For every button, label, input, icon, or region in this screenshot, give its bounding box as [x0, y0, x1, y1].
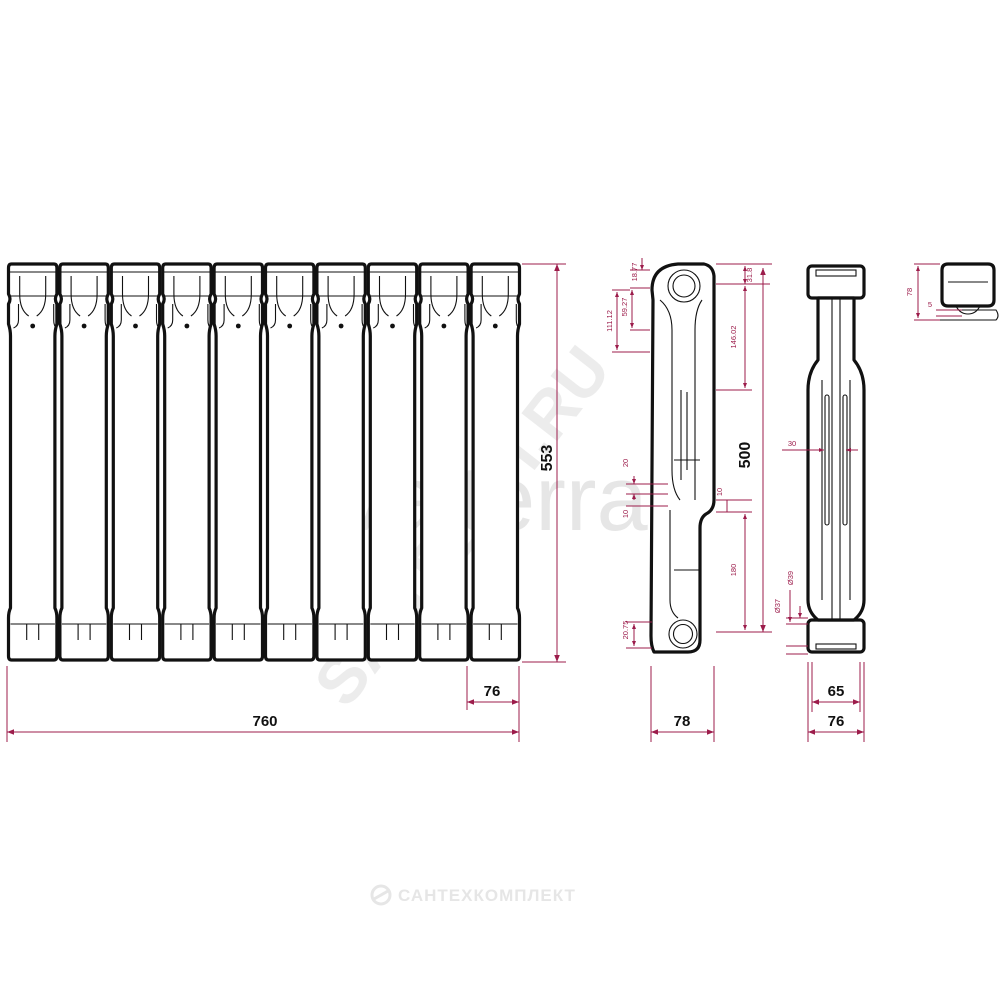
footer-watermark: САНТЕХКОМПЛЕКТ — [398, 886, 576, 905]
side-height-label: 500 — [737, 442, 754, 469]
section-nipple-dot — [133, 323, 138, 329]
right-top-label: 31.8 — [745, 268, 754, 283]
section-fin — [13, 276, 58, 329]
port-a-label: Ø39 — [786, 571, 795, 585]
inner-width-label: 65 — [828, 683, 845, 700]
radiator-front-view — [6, 262, 522, 662]
section-bottom-notch — [283, 624, 297, 640]
radiator-section — [212, 262, 265, 662]
upper-b-label: 111.12 — [605, 310, 614, 332]
radiator-section — [469, 262, 522, 662]
radiator-section — [109, 262, 162, 662]
section-nipple-dot — [338, 323, 344, 329]
gasket-height-label: 78 — [905, 288, 914, 296]
section-bottom-notch — [26, 624, 40, 640]
section-nipple-dot — [30, 323, 36, 329]
section-fin — [167, 276, 212, 329]
section-fin — [475, 276, 520, 329]
section-bottom-notch — [128, 624, 143, 640]
gasket-thickness-label: 5 — [928, 300, 932, 309]
lower-height-label: 180 — [729, 564, 738, 577]
section-bottom-notch — [334, 624, 348, 640]
section-bottom-notch — [488, 624, 502, 640]
radiator-end-view — [806, 264, 866, 654]
mid-gap-label: 20 — [621, 459, 630, 467]
section-bottom-notch — [77, 624, 91, 640]
section-nipple-dot — [441, 323, 447, 329]
right-upper-label: 146.02 — [729, 326, 738, 349]
section-bottom-notch — [437, 624, 451, 640]
radiator-side-view — [649, 262, 716, 654]
section-bottom-notch — [180, 624, 194, 640]
section-width-label: 76 — [484, 683, 501, 700]
section-nipple-dot — [235, 323, 241, 329]
top-offset-label: 18.77 — [630, 263, 639, 282]
radiator-section — [58, 262, 110, 662]
section-fin — [64, 276, 109, 329]
radiator-section — [315, 262, 367, 662]
right-small-label: 10 — [715, 488, 724, 496]
center-gap-label: 30 — [788, 439, 796, 448]
front-dimensions: 553 76 760 — [6, 263, 566, 742]
bottom-offset-label: 20.75 — [621, 621, 630, 640]
total-width-label: 760 — [252, 713, 277, 730]
section-fin — [321, 276, 366, 329]
section-nipple-dot — [287, 323, 293, 329]
section-nipple-dot — [81, 323, 87, 329]
outer-width-label: 76 — [828, 713, 845, 730]
section-bottom-notch — [385, 624, 400, 640]
radiator-section — [161, 262, 213, 662]
upper-a-label: 59.27 — [620, 298, 629, 317]
gasket-detail: 78 5 — [905, 262, 999, 321]
side-depth-label: 78 — [674, 713, 691, 730]
radiator-section — [6, 262, 59, 662]
mid-small-left-label: 10 — [621, 510, 630, 518]
radiator-section — [366, 262, 419, 662]
end-dimensions: 30 Ø39 Ø37 65 76 — [773, 439, 865, 742]
section-bottom-notch — [231, 624, 245, 640]
radiator-section — [418, 262, 470, 662]
section-fin — [424, 276, 469, 329]
section-nipple-dot — [184, 323, 190, 329]
radiator-section — [263, 262, 316, 662]
section-fin — [218, 276, 263, 329]
port-b-label: Ø37 — [773, 599, 782, 613]
section-nipple-dot — [390, 323, 395, 329]
section-fin — [373, 276, 417, 329]
section-fin — [270, 276, 315, 329]
section-fin — [116, 276, 160, 329]
footer-logo: САНТЕХКОМПЛЕКТ — [370, 884, 576, 906]
side-dimensions: 500 31.8 146.02 10 180 18.77 59.27 111.1… — [605, 258, 772, 742]
section-nipple-dot — [492, 323, 498, 329]
front-height-label: 553 — [539, 445, 556, 472]
